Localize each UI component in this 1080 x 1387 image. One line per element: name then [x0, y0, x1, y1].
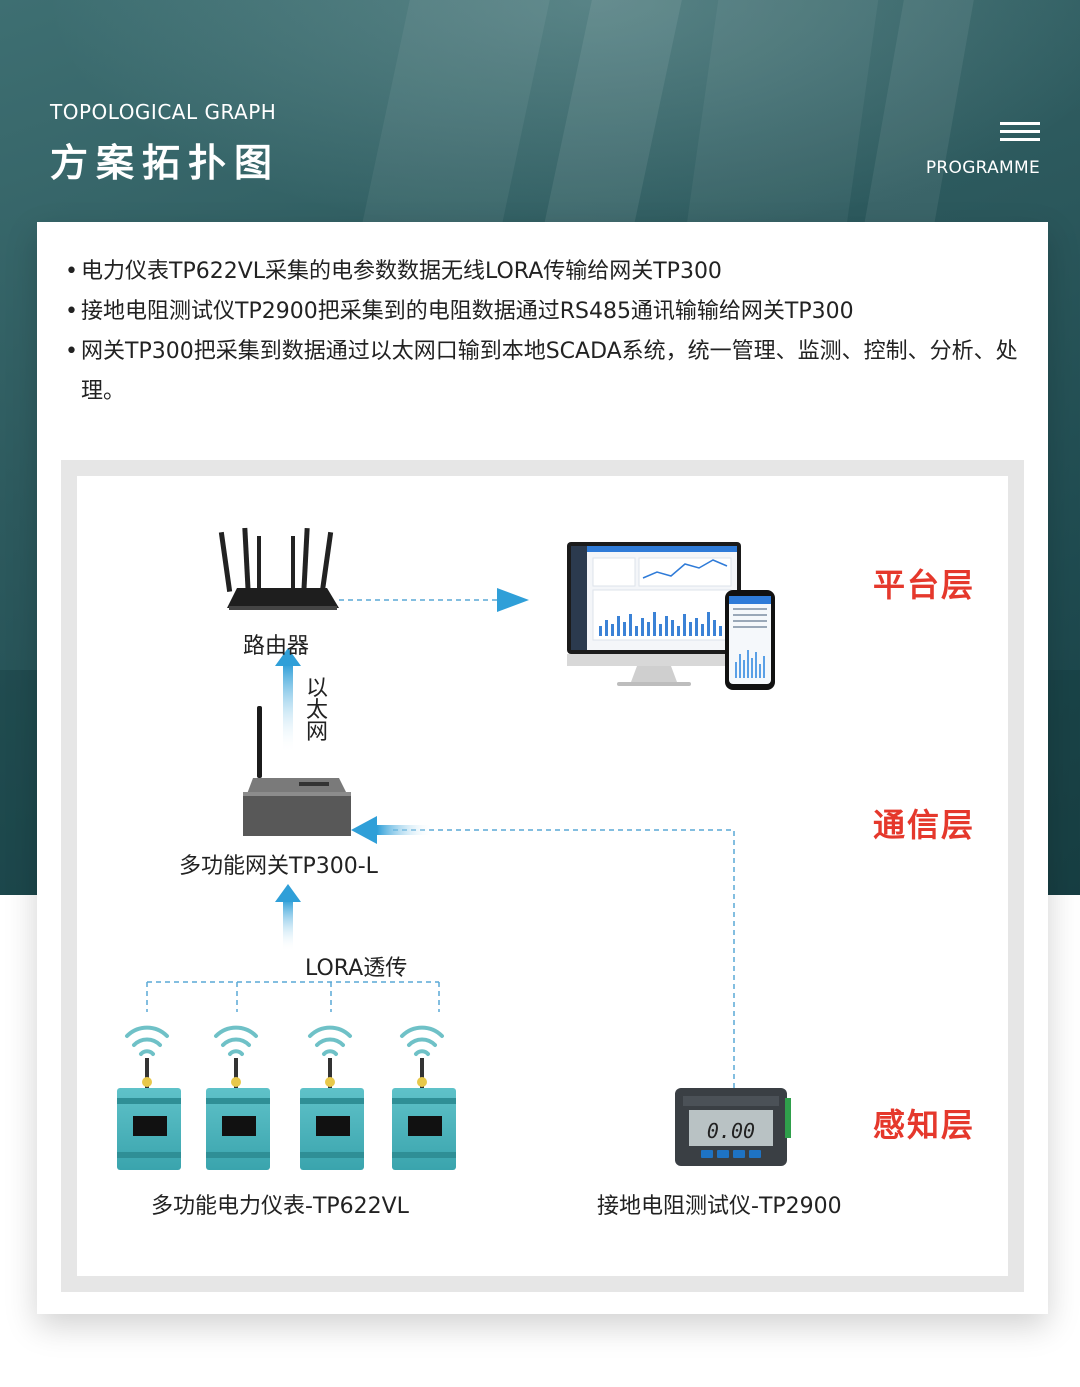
router-device — [218, 527, 339, 610]
section-title-cn: 方案拓扑图 — [50, 141, 281, 185]
content-card: 电力仪表TP622VL采集的电参数数据无线LORA传输给网关TP300 接地电阻… — [37, 222, 1048, 1314]
section-title-en: TOPOLOGICAL GRAPH — [50, 100, 277, 124]
layer-perception: 感知层 — [873, 1106, 976, 1144]
gateway-label: 多功能网关TP300-L — [179, 854, 378, 879]
lora-bus — [146, 981, 440, 1012]
topology-diagram: 0.00 路由器 以太网 多功能网关TP300-L LORA透传 多功能电力仪表… — [77, 476, 1008, 1276]
ethernet-arrow — [283, 664, 293, 754]
power-meter-device — [300, 1058, 364, 1170]
rs485-link — [393, 829, 735, 1088]
description-item: 电力仪表TP622VL采集的电参数数据无线LORA传输给网关TP300 — [65, 252, 1030, 292]
layer-platform: 平台层 — [873, 566, 976, 604]
diagram-frame: 0.00 路由器 以太网 多功能网关TP300-L LORA透传 多功能电力仪表… — [61, 460, 1024, 1292]
description-item: 网关TP300把采集到数据通过以太网口输到本地SCADA系统，统一管理、监测、控… — [65, 332, 1030, 412]
programme-nav-label[interactable]: PROGRAMME — [925, 158, 1040, 178]
meter-label: 多功能电力仪表-TP622VL — [151, 1194, 409, 1219]
rs485-arrow — [377, 825, 433, 835]
description-item: 接地电阻测试仪TP2900把采集到的电阻数据通过RS485通讯输输给网关TP30… — [65, 292, 1030, 332]
mobile-phone — [725, 590, 775, 690]
arrow-up-icon — [275, 884, 301, 902]
lora-arrow — [283, 900, 293, 952]
tester-display-value: 0.00 — [707, 1119, 755, 1143]
power-meter-device — [117, 1058, 181, 1170]
hero-glow — [0, 0, 1080, 260]
lora-label: LORA透传 — [305, 956, 408, 981]
power-meter-device — [206, 1058, 270, 1170]
wireless-signal-icon — [125, 1025, 444, 1056]
description-list: 电力仪表TP622VL采集的电参数数据无线LORA传输给网关TP300 接地电阻… — [65, 252, 1030, 412]
arrow-left-icon — [351, 816, 377, 844]
scada-monitor — [567, 542, 741, 686]
ethernet-label: 以太网 — [305, 676, 328, 745]
earth-resistance-tester: 0.00 — [675, 1088, 791, 1166]
arrow-right-icon — [497, 588, 529, 612]
tester-label: 接地电阻测试仪-TP2900 — [597, 1194, 842, 1219]
gateway-device — [243, 706, 351, 836]
router-label: 路由器 — [243, 634, 310, 659]
power-meter-device — [392, 1058, 456, 1170]
topology-graphics: 0.00 — [117, 527, 791, 1170]
layer-communication: 通信层 — [873, 806, 976, 844]
arrow-up-icon — [275, 648, 301, 666]
hamburger-menu-icon[interactable] — [1000, 122, 1040, 144]
